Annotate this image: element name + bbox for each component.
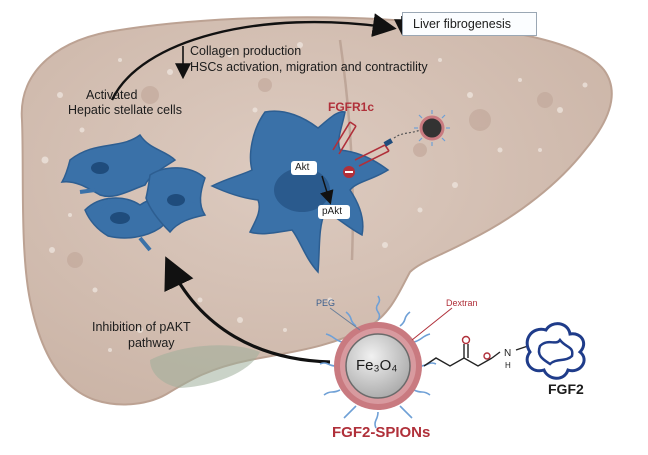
liver-fibrogenesis-label: Liver fibrogenesis	[413, 17, 511, 31]
collagen-production-label: Collagen production	[190, 44, 302, 58]
liver-texture	[41, 42, 588, 352]
hscs-activation-label: HSCs activation, migration and contracti…	[190, 60, 428, 74]
carbonyl-oxygen	[461, 335, 471, 345]
fgf2-spions-label: FGF2-SPIONs	[332, 424, 431, 441]
small-nanoparticle	[419, 115, 445, 141]
liver-fibrogenesis-box: Liver fibrogenesis	[402, 12, 537, 36]
pakt-label: pAkt	[322, 206, 343, 217]
pakt-chip-bg	[318, 205, 350, 219]
peg-label: PEG	[316, 298, 336, 308]
spion-nanoparticle	[319, 295, 437, 429]
fgfr1c-label: FGFR1c	[328, 100, 375, 114]
fgf2-protein-inner	[537, 337, 574, 366]
fgf2-protein	[525, 322, 586, 380]
inhibition-label-line2: pathway	[128, 336, 175, 350]
fe3o4-core-label: Fe₃O₄	[356, 357, 398, 374]
dextran-pointer-line	[411, 307, 453, 341]
receptor-ligand	[383, 129, 421, 147]
liver-texture-dark	[67, 78, 553, 268]
fgf2-linker	[423, 344, 529, 367]
fgf2-label: FGF2	[548, 381, 584, 397]
activation-curved-arrow	[110, 13, 397, 101]
peg-chains	[319, 295, 437, 429]
peg-pointer-line	[329, 307, 361, 331]
large-cell-nucleus	[274, 168, 330, 212]
fgfr1c-receptor	[332, 121, 390, 167]
akt-label: Akt	[295, 162, 310, 173]
linker-oxygen	[483, 352, 491, 360]
hepatic-stellate-cells-cluster	[60, 133, 207, 252]
liver-ligament	[338, 39, 355, 261]
stellate-cell-nuclei	[91, 162, 185, 224]
akt-chip-bg	[291, 161, 317, 175]
inhibition-bar	[345, 171, 353, 173]
dextran-label: Dextran	[446, 298, 478, 308]
liver-lobe-shadow	[150, 345, 260, 388]
inhibition-curved-arrow	[164, 256, 331, 364]
linker-hydrogen: H	[505, 361, 511, 370]
activated-label-line2: Hepatic stellate cells	[68, 103, 182, 117]
small-nanoparticle-spikes	[414, 110, 450, 146]
akt-to-pakt-arrow	[320, 175, 334, 205]
inhibition-label-line1: Inhibition of pAKT	[92, 320, 191, 334]
linker-nitrogen: N	[504, 348, 511, 359]
activated-label-line1: Activated	[86, 88, 138, 102]
